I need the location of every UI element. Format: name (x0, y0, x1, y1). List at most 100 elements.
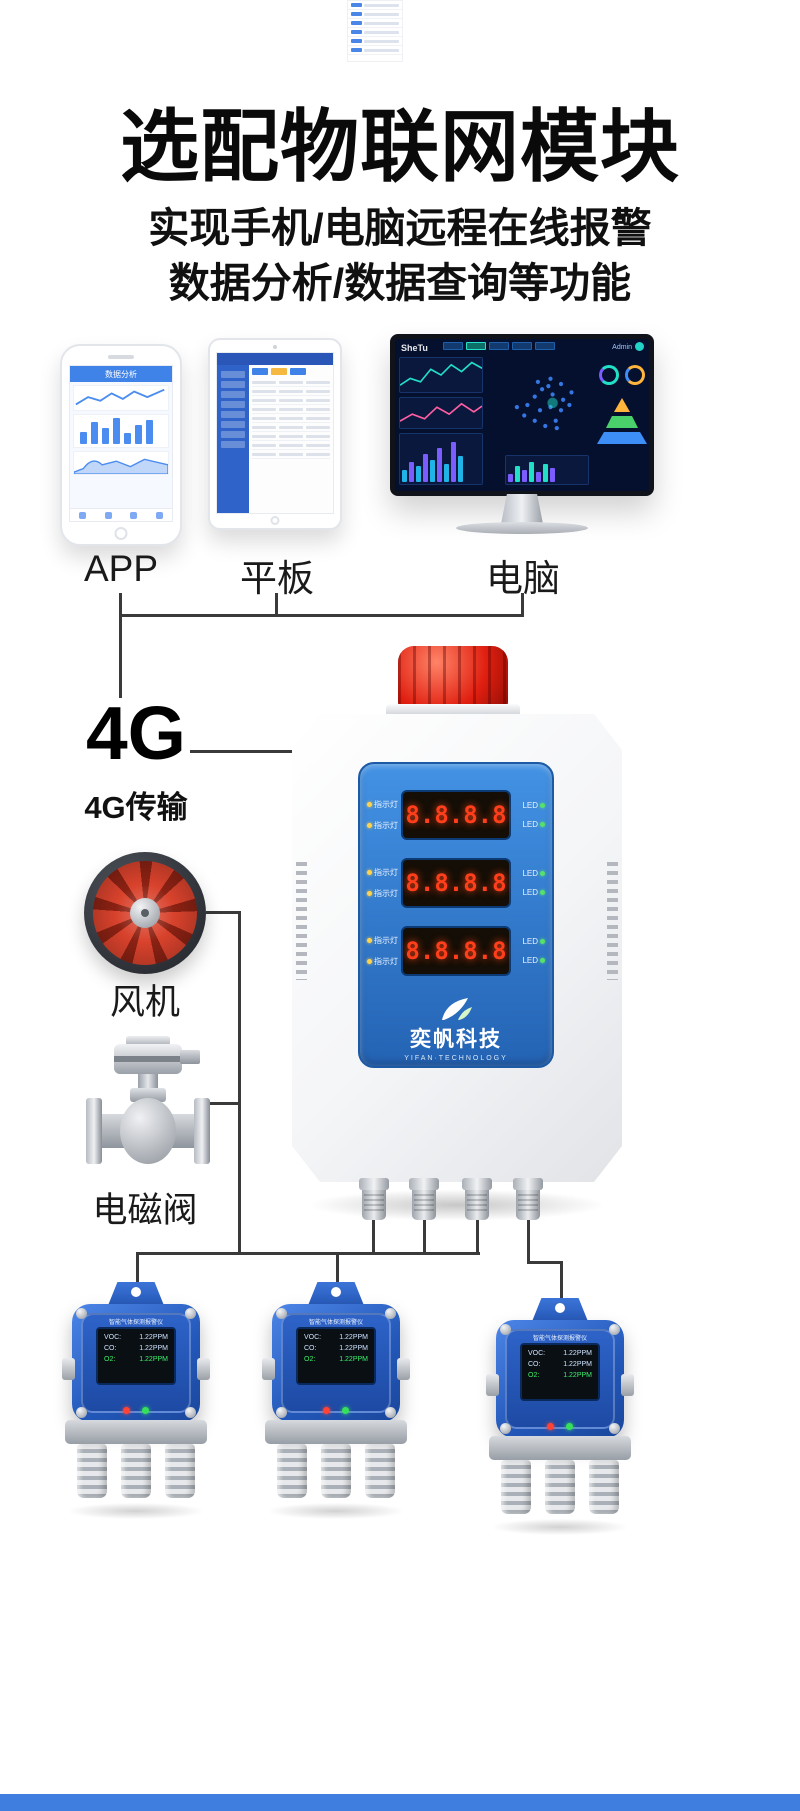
indicator-dot (367, 823, 372, 828)
led-dot (540, 871, 545, 876)
detector-sensor-heads (501, 1460, 619, 1514)
fan-hub (130, 898, 160, 928)
bolt (385, 1308, 396, 1319)
wire (200, 1102, 241, 1105)
phone-tab-icon (79, 511, 87, 519)
sensor-cylinder (121, 1444, 151, 1498)
phone-tab-icon (104, 511, 112, 519)
detector-manifold (65, 1420, 207, 1444)
led-dot (540, 822, 545, 827)
dashboard-pyramid-chart (597, 395, 647, 447)
detector-manifold (489, 1436, 631, 1460)
led-label: LED (522, 956, 538, 965)
valve-flange-right (194, 1098, 210, 1164)
leaf-icon (441, 998, 472, 1020)
wire (423, 1216, 426, 1254)
detector-shadow (261, 1502, 411, 1520)
fragment-chip (351, 48, 362, 52)
cable-gland (359, 1178, 389, 1220)
bolt (185, 1308, 196, 1319)
fragment-chip (351, 39, 362, 43)
wire (560, 1261, 563, 1306)
cable-gland (462, 1178, 492, 1220)
brand-logo: 奕帆科技 YIFAN·TECHNOLOGY (404, 994, 508, 1062)
dashboard-username: Admin (612, 344, 632, 351)
subtitle-line2: 数据分析/数据查询等功能 (168, 260, 632, 306)
detector-mount-hole (331, 1287, 341, 1297)
wire (275, 593, 278, 617)
power-led (566, 1423, 573, 1430)
monitor-stand-neck (501, 494, 543, 524)
reading-row: O2:1.22PPM (104, 1356, 168, 1363)
bolt (276, 1308, 287, 1319)
alarm-led (323, 1407, 330, 1414)
avatar (635, 342, 644, 351)
next-section-strip (0, 1794, 800, 1811)
led-label: LED (522, 869, 538, 878)
seven-segment-display: 8.8.8.8 (401, 926, 511, 976)
indicator-dot (367, 870, 372, 875)
bolt (500, 1423, 511, 1434)
valve-connector (180, 1050, 200, 1064)
led-dot (540, 939, 545, 944)
tablet-admin-ui (217, 365, 333, 513)
indicator-dot (367, 959, 372, 964)
valve-stem (138, 1074, 158, 1090)
dashboard-nav-chips (443, 342, 555, 350)
fragment-bar (364, 48, 399, 52)
phone-home-button (114, 527, 128, 540)
wire (206, 911, 241, 914)
label-app: APP (83, 548, 159, 589)
fragment-row (348, 19, 402, 28)
display-digits: 8.8.8.8 (405, 801, 507, 829)
fragment-chip (351, 21, 362, 25)
vent-right (607, 862, 618, 980)
exhaust-fan (84, 852, 206, 974)
indicator-label: 指示灯 (374, 936, 398, 945)
monitor-dashboard: SheTu Admin (390, 334, 654, 496)
wire (119, 614, 122, 698)
indicator-column: 指示灯 指示灯 (367, 867, 398, 899)
detector-side-bolt (62, 1358, 75, 1380)
tablet-toolbar (252, 368, 330, 375)
fragment-chip (351, 12, 362, 16)
reading-row: CO:1.22PPM (104, 1345, 168, 1352)
led-dot (540, 803, 545, 808)
indicator-dot (367, 891, 372, 896)
indicator-label: 指示灯 (374, 800, 398, 809)
fragment-row (348, 28, 402, 37)
phone-bar-chart (73, 414, 169, 448)
phone-app-title: 数据分析 (105, 369, 137, 379)
page-title: 选配物联网模块 (120, 102, 680, 191)
reading-row: CO:1.22PPM (528, 1361, 592, 1368)
alarm-beacon (398, 646, 508, 710)
detector-shadow (61, 1502, 211, 1520)
tablet-table (249, 365, 333, 513)
dashboard-bar-chart (399, 433, 483, 485)
indicator-column: 指示灯 指示灯 (367, 935, 398, 967)
subtitle-line1: 实现手机/电脑远程在线报警 (148, 205, 652, 251)
alarm-led (547, 1423, 554, 1430)
indicator-label: 指示灯 (374, 868, 398, 877)
fragment-chip (351, 30, 362, 34)
bolt (76, 1308, 87, 1319)
led-label: LED (522, 820, 538, 829)
gas-detector-2: 智能气体探测报警仪 VOC:1.22PPM CO:1.22PPM O2:1.22… (260, 1282, 412, 1508)
vent-left (296, 862, 307, 980)
indicator-dot (367, 938, 372, 943)
4g-title: 4G (85, 691, 187, 775)
reading-row: VOC:1.22PPM (528, 1350, 592, 1357)
display-digits: 8.8.8.8 (405, 869, 507, 897)
top-ui-fragment (347, 0, 403, 62)
fragment-bar (364, 21, 399, 25)
power-led (142, 1407, 149, 1414)
tablet-screen (216, 352, 334, 514)
display-digits: 8.8.8.8 (405, 937, 507, 965)
fragment-bar (364, 12, 399, 16)
led-dot (540, 958, 545, 963)
brand-name-en: YIFAN·TECHNOLOGY (404, 1055, 508, 1062)
indicator-label: 指示灯 (374, 821, 398, 830)
detector-sensor-heads (77, 1444, 195, 1498)
detector-side-bolt (197, 1358, 210, 1380)
phone-app-header: 数据分析 (70, 366, 172, 382)
